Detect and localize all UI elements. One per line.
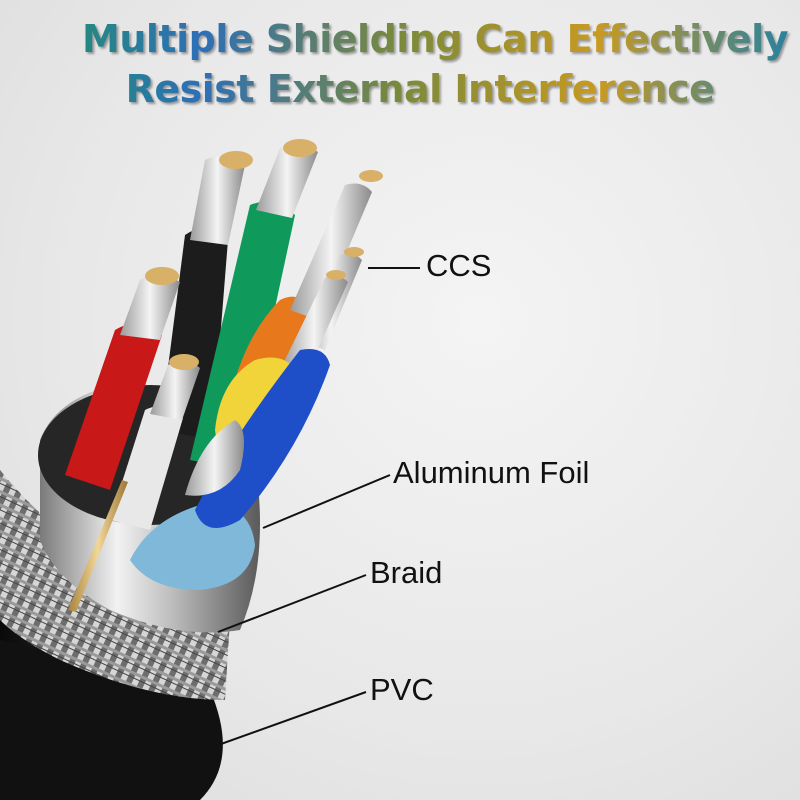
ccs-strands-1 (290, 183, 372, 320)
wire-white-tip (169, 354, 199, 370)
label-aluminum-foil: Aluminum Foil (393, 455, 590, 490)
wire-red-tip (145, 267, 179, 285)
wire-blue (195, 349, 330, 528)
wire-white-strands (150, 360, 200, 420)
headline-line-1: Multiple Shielding Can Effectively (0, 14, 800, 64)
ccs-tip-3 (326, 270, 346, 280)
wire-black-tip (219, 151, 253, 169)
wire-green-strands (256, 144, 318, 218)
foil-leader (262, 474, 391, 529)
wire-white (110, 406, 183, 530)
ccs-tip-2 (344, 247, 364, 257)
label-ccs: CCS (426, 248, 492, 283)
label-pvc: PVC (370, 672, 434, 707)
headline: Multiple Shielding Can Effectively Resis… (0, 14, 800, 114)
wire-green-tip (283, 139, 317, 157)
ccs-tip-1 (359, 170, 383, 182)
wire-green (190, 201, 295, 470)
ccs-strands-3 (280, 275, 348, 378)
twisted-strands (185, 420, 244, 496)
braid-leader (217, 574, 367, 633)
drain-wire (68, 480, 128, 612)
wire-red-strands (120, 274, 180, 340)
label-braid: Braid (370, 555, 443, 590)
headline-line-2: Resist External Interference (0, 64, 800, 114)
wire-black-strands (190, 156, 245, 245)
wire-red (65, 323, 162, 490)
pvc-leader (181, 691, 367, 759)
